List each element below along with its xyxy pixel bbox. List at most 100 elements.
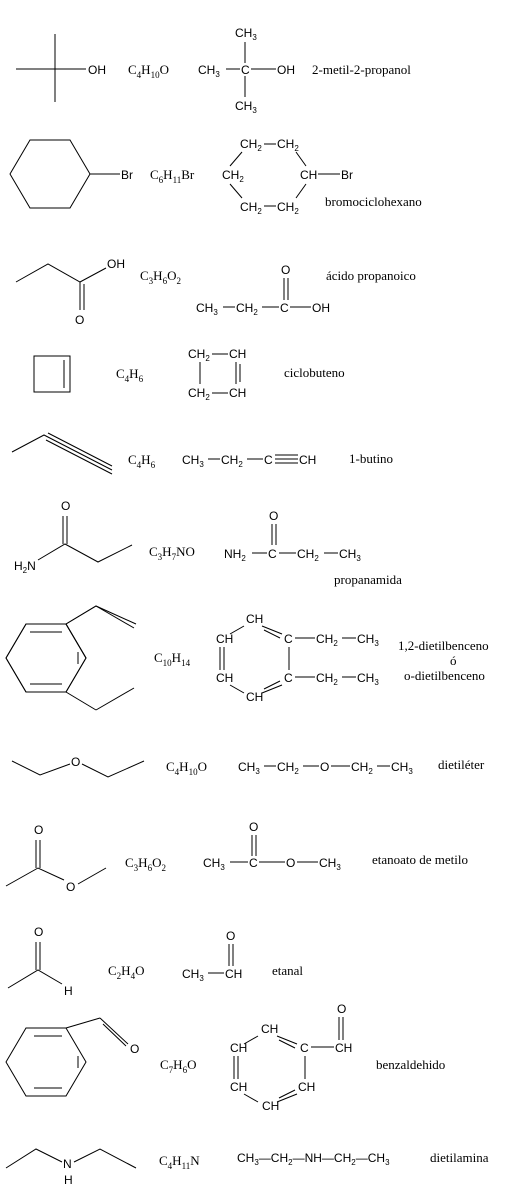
svg-text:CH2: CH2 bbox=[188, 347, 210, 363]
svg-text:CH: CH bbox=[335, 1041, 352, 1055]
svg-text:N: N bbox=[63, 1157, 72, 1171]
svg-text:CH2: CH2 bbox=[277, 760, 299, 776]
svg-text:CH: CH bbox=[300, 168, 317, 182]
molecular-formula: C3H7NO bbox=[149, 544, 195, 562]
oh-label: OH bbox=[88, 63, 106, 77]
svg-text:CH2: CH2 bbox=[277, 137, 299, 153]
compound-name: etanoato de metilo bbox=[372, 852, 468, 867]
svg-text:CH: CH bbox=[230, 1041, 247, 1055]
svg-text:C2H4O: C2H4O bbox=[108, 963, 144, 981]
skeletal-propanamide: O H2N bbox=[14, 499, 133, 575]
svg-text:CH3: CH3 bbox=[357, 671, 379, 687]
svg-text:CH3: CH3 bbox=[198, 63, 220, 79]
svg-text:O: O bbox=[71, 755, 80, 769]
svg-text:ó: ó bbox=[450, 653, 457, 668]
svg-text:C4H6: C4H6 bbox=[116, 366, 144, 384]
svg-text:Br: Br bbox=[121, 168, 133, 182]
svg-text:CH3: CH3 bbox=[182, 967, 204, 983]
molecular-formula: C4H6 bbox=[116, 366, 144, 384]
skeletal-cyclobutene bbox=[33, 355, 71, 393]
compound-name: bromociclohexano bbox=[325, 194, 422, 209]
row-bromociclohexano: Br C6H11Br CH2 CH2 CH2 CH Br CH2 CH2 bro… bbox=[9, 137, 422, 216]
compound-name: dietilamina bbox=[430, 1150, 489, 1165]
condensed-formula: O CH3 C O CH3 bbox=[203, 820, 341, 872]
svg-text:C: C bbox=[264, 453, 273, 467]
row-propanamida: O H2N C3H7NO O NH2 C CH2 CH3 propanamida bbox=[14, 499, 402, 587]
row-benzaldehido: O C7H6O O CH CH C CH CH CH bbox=[5, 1002, 445, 1113]
svg-text:C10H14: C10H14 bbox=[154, 650, 191, 668]
svg-text:1,2-dietilbenceno: 1,2-dietilbenceno bbox=[398, 638, 489, 653]
svg-text:C3H6O2: C3H6O2 bbox=[140, 268, 181, 286]
svg-text:CH2: CH2 bbox=[240, 200, 262, 216]
svg-text:CH3: CH3 bbox=[235, 26, 257, 42]
condensed-formula: O CH3 CH bbox=[182, 929, 242, 983]
svg-text:H: H bbox=[64, 1173, 73, 1187]
row-2-metil-2-propanol: OH C4H10O CH3 CH3 C OH CH3 2-metil-2-pro… bbox=[16, 26, 411, 115]
condensed-formula: CH3 CH2 O CH2 CH3 bbox=[238, 760, 413, 776]
compound-name: etanal bbox=[272, 963, 303, 978]
svg-text:CH2: CH2 bbox=[236, 301, 258, 317]
condensed-formula: O CH CH C CH CH CH CH bbox=[230, 1002, 352, 1113]
svg-text:C4H6: C4H6 bbox=[128, 452, 156, 470]
row-1-butino: C4H6 CH3 CH2 C CH 1-butino bbox=[11, 432, 393, 475]
row-ciclobuteno: C4H6 CH2 CH CH2 CH ciclobuteno bbox=[33, 347, 345, 402]
svg-text:O: O bbox=[130, 1042, 139, 1056]
condensed-formula: CH2 CH2 CH2 CH Br CH2 CH2 bbox=[222, 137, 353, 216]
svg-text:C: C bbox=[280, 301, 289, 315]
molecular-formula: C2H4O bbox=[108, 963, 144, 981]
skeletal-acetaldehyde: O H bbox=[7, 925, 73, 998]
svg-text:O: O bbox=[226, 929, 235, 943]
compound-name: 2-metil-2-propanol bbox=[312, 62, 411, 77]
svg-text:H: H bbox=[64, 984, 73, 998]
svg-text:CH2: CH2 bbox=[351, 760, 373, 776]
svg-text:CH: CH bbox=[262, 1099, 279, 1113]
svg-text:CH3: CH3 bbox=[182, 453, 204, 469]
svg-text:CH: CH bbox=[261, 1022, 278, 1036]
svg-text:OH: OH bbox=[312, 301, 330, 315]
skeletal-bromocyclohexane: Br bbox=[9, 139, 133, 209]
svg-text:CH3: CH3 bbox=[238, 760, 260, 776]
svg-text:OH: OH bbox=[277, 63, 295, 77]
compound-name: benzaldehido bbox=[376, 1057, 445, 1072]
svg-text:CH2: CH2 bbox=[316, 671, 338, 687]
compound-name: ciclobuteno bbox=[284, 365, 345, 380]
svg-text:CH3: CH3 bbox=[319, 856, 341, 872]
svg-text:CH: CH bbox=[246, 690, 263, 704]
svg-text:O: O bbox=[75, 313, 84, 327]
svg-text:OH: OH bbox=[107, 257, 125, 271]
molecular-formula: C10H14 bbox=[154, 650, 191, 668]
svg-text:CH: CH bbox=[299, 453, 316, 467]
svg-text:O: O bbox=[34, 925, 43, 939]
svg-text:NH2: NH2 bbox=[224, 547, 246, 563]
svg-text:CH3: CH3 bbox=[391, 760, 413, 776]
svg-text:C4H11N: C4H11N bbox=[159, 1153, 200, 1171]
svg-text:O: O bbox=[66, 880, 75, 894]
svg-text:C4H10O: C4H10O bbox=[166, 759, 207, 777]
molecular-formula: C4H10O bbox=[166, 759, 207, 777]
svg-text:O: O bbox=[61, 499, 70, 513]
svg-text:CH3: CH3 bbox=[203, 856, 225, 872]
svg-text:CH3: CH3 bbox=[196, 301, 218, 317]
skeletal-methyl-acetate: O O bbox=[5, 823, 107, 894]
molecular-formula: C3H6O2 bbox=[125, 855, 166, 873]
svg-text:O: O bbox=[34, 823, 43, 837]
molecular-formula: C4H11N bbox=[159, 1153, 200, 1171]
svg-text:C7H6O: C7H6O bbox=[160, 1057, 196, 1075]
svg-text:CH: CH bbox=[246, 612, 263, 626]
svg-text:CH: CH bbox=[230, 1080, 247, 1094]
svg-text:O: O bbox=[269, 509, 278, 523]
condensed-formula: CH3 CH2 C CH bbox=[182, 453, 316, 469]
skeletal-diethylbenzene bbox=[5, 605, 137, 711]
svg-text:CH2: CH2 bbox=[222, 168, 244, 184]
condensed-formula: CH CH C CH2 CH3 CH C CH2 CH3 CH bbox=[216, 612, 379, 704]
svg-text:CH: CH bbox=[229, 347, 246, 361]
molecular-formula: C6H11Br bbox=[150, 167, 195, 185]
svg-text:C4H10O: C4H10O bbox=[128, 62, 169, 80]
skeletal-diethyl-ether: O bbox=[11, 755, 145, 778]
row-etanal: O H C2H4O O CH3 CH etanal bbox=[7, 925, 303, 998]
svg-text:O: O bbox=[249, 820, 258, 834]
row-dietilamina: N H C4H11N CH3—CH2—NH—CH2—CH3 dietilamin… bbox=[5, 1148, 489, 1187]
row-dietilbenceno: C10H14 CH CH C CH2 CH3 CH C CH2 CH3 bbox=[5, 605, 489, 711]
molecular-formula: C4H6 bbox=[128, 452, 156, 470]
svg-text:CH3: CH3 bbox=[357, 632, 379, 648]
